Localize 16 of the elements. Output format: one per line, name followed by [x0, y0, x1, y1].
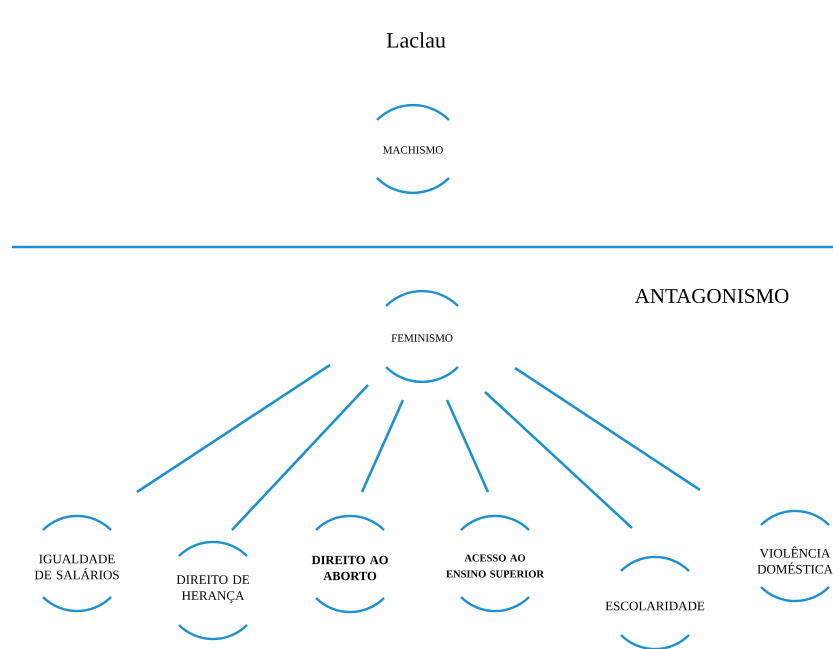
- section-label: ANTAGONISMO: [634, 288, 788, 304]
- bracketed-node: ESCOLARIDADE: [606, 556, 704, 649]
- connector-line: [231, 384, 369, 531]
- bracketed-node: DIREITO DE HERANÇA: [176, 540, 250, 640]
- connector-line: [136, 364, 331, 494]
- bracketed-node: ACESSO AO ENSINO SUPERIOR: [446, 514, 544, 612]
- title: Laclau: [386, 32, 446, 48]
- bracketed-node: MACHISMO: [376, 104, 450, 194]
- bracketed-node: DIREITO AO ABORTO: [312, 514, 388, 614]
- connector-line: [514, 366, 701, 492]
- bracketed-node: FEMINISMO: [385, 290, 459, 384]
- connector-line: [360, 399, 404, 493]
- connector-line: [484, 391, 633, 529]
- connector-line: [446, 399, 490, 493]
- bracketed-node: IGUALDADE DE SALÁRIOS: [34, 514, 119, 612]
- bracketed-node: VIOLÊNCIA DOMÉSTICA: [757, 510, 833, 602]
